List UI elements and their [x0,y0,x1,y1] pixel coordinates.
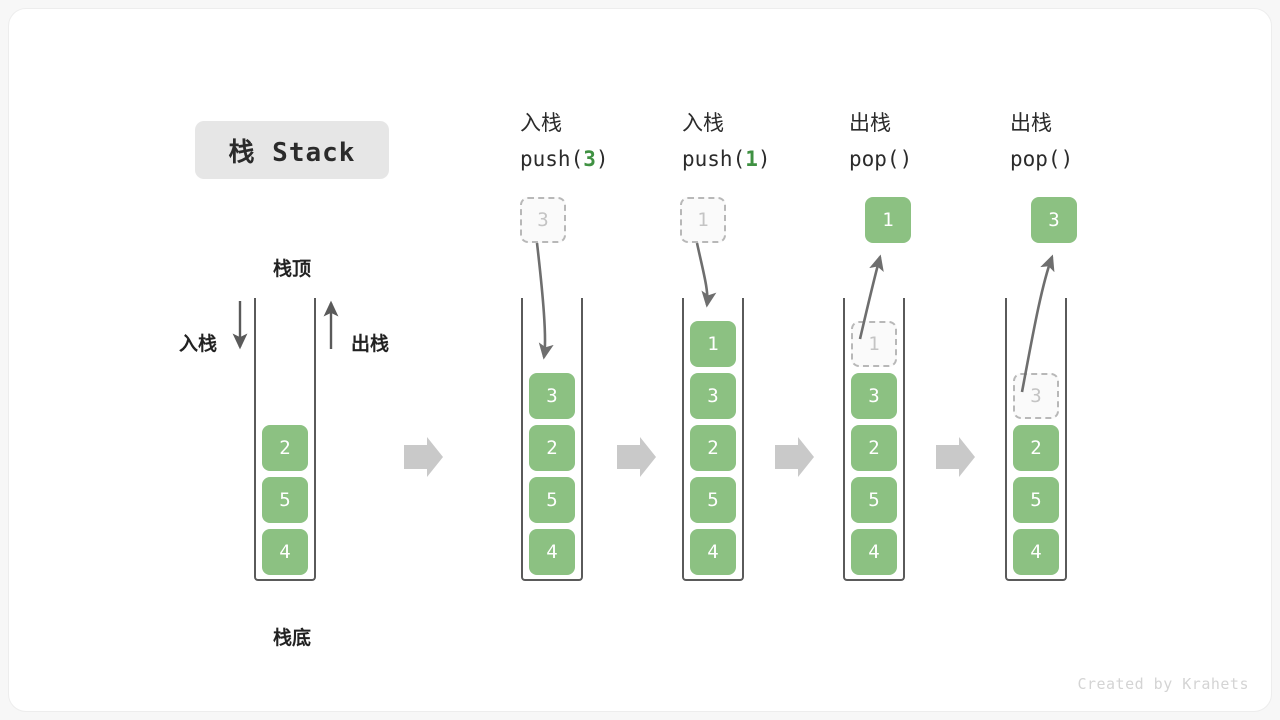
overview-push-label: 入栈 [179,333,218,355]
column-1-code-prefix: push( [520,147,584,171]
column-2-detached-cell: 1 [680,197,726,243]
step-arrow-3-icon [775,437,814,477]
footer-credit: Created by Krahets [1077,675,1249,693]
column-4-cell-2: 5 [1013,477,1059,523]
column-2-code-suffix: ) [757,147,771,171]
column-1-cell-3: 4 [529,529,575,575]
column-1-op-code: push(3) [520,141,670,177]
column-4-stack-container [1005,298,1067,581]
column-2-code-prefix: push( [682,147,746,171]
column-2-push-motion-arrow-icon [695,242,717,308]
page-title: 栈 Stack [195,121,389,179]
column-3-cell-0: 1 [851,321,897,367]
column-2-cell-2: 2 [690,425,736,471]
column-4-cell-0: 3 [1013,373,1059,419]
column-3-cell-3: 5 [851,477,897,523]
step-arrow-4-icon [936,437,975,477]
column-3-cell-1: 3 [851,373,897,419]
column-3-detached-cell: 1 [865,197,911,243]
step-arrow-2-icon [617,437,656,477]
column-3-stack-container [843,298,905,581]
column-4-header: 出栈 pop() [1010,105,1160,177]
column-3-code-suffix: ) [899,147,913,171]
column-4-detached-cell: 3 [1031,197,1077,243]
column-4-code-prefix: pop( [1010,147,1061,171]
column-3-op-code: pop() [849,141,999,177]
column-1-cell-2: 5 [529,477,575,523]
column-2-op-cn: 入栈 [682,111,724,135]
column-1-detached-cell: 3 [520,197,566,243]
column-3-cell-4: 4 [851,529,897,575]
column-2-cell-3: 5 [690,477,736,523]
column-1-cell-0: 3 [529,373,575,419]
column-2-cell-1: 3 [690,373,736,419]
column-2-stack-container [682,298,744,581]
diagram-card: 栈 Stack 栈顶 栈底 入栈 出栈 2 5 4 入栈 push(3) 3 3… [8,8,1272,712]
column-1-op-cn: 入栈 [520,111,562,135]
column-3-cell-2: 2 [851,425,897,471]
column-4-cell-3: 4 [1013,529,1059,575]
column-4-op-cn: 出栈 [1010,111,1052,135]
column-2-cell-4: 4 [690,529,736,575]
column-2-header: 入栈 push(1) [682,105,832,177]
overview-pop-label: 出栈 [351,333,390,355]
column-2-code-arg: 1 [745,147,758,171]
column-1-cell-1: 2 [529,425,575,471]
column-3-header: 出栈 pop() [849,105,999,177]
overview-cell-1: 5 [262,477,308,523]
column-2-cell-0: 1 [690,321,736,367]
column-1-code-arg: 3 [583,147,596,171]
column-1-header: 入栈 push(3) [520,105,670,177]
column-1-stack-container [521,298,583,581]
column-4-cell-1: 2 [1013,425,1059,471]
stack-bottom-label: 栈底 [272,627,311,649]
column-3-code-prefix: pop( [849,147,900,171]
overview-cell-2: 4 [262,529,308,575]
overview-stack-container [254,298,316,581]
column-2-op-code: push(1) [682,141,832,177]
column-4-code-suffix: ) [1060,147,1074,171]
stack-top-label: 栈顶 [272,258,311,280]
overview-cell-0: 2 [262,425,308,471]
column-1-code-suffix: ) [595,147,609,171]
column-3-op-cn: 出栈 [849,111,891,135]
step-arrow-1-icon [404,437,443,477]
column-4-op-code: pop() [1010,141,1160,177]
